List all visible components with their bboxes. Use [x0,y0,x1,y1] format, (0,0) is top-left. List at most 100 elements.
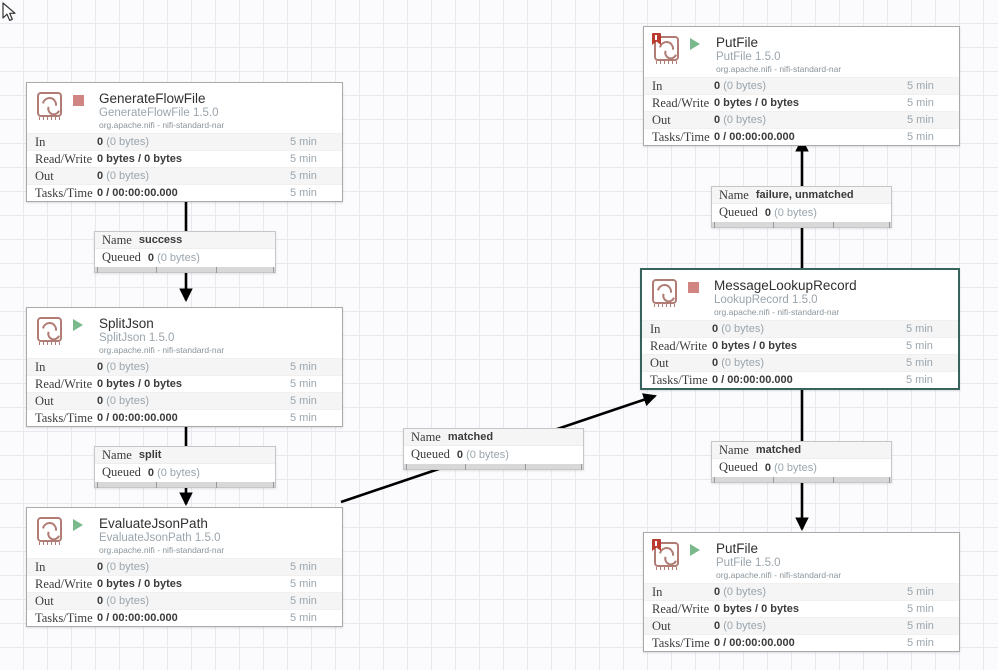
connection-queued-row: Queued 0 (0 bytes) [95,464,275,481]
processor-header: PutFile PutFile 1.5.0 org.apache.nifi - … [644,27,959,77]
stat-duration: 5 min [290,361,317,373]
processor-generateflowfile[interactable]: GenerateFlowFile GenerateFlowFile 1.5.0 … [26,82,343,202]
processor-putfile-top[interactable]: PutFile PutFile 1.5.0 org.apache.nifi - … [643,26,960,146]
processor-bundle: org.apache.nifi - nifi-standard-nar [716,64,842,74]
connection-name-label: Name [102,232,132,247]
connection-matched-right[interactable]: Name matched Queued 0 (0 bytes) [711,441,892,483]
stat-duration: 5 min [907,603,934,615]
processor-name: GenerateFlowFile [99,91,206,106]
stat-value-in: 0 (0 bytes) [714,586,766,598]
play-triangle-icon[interactable] [73,319,89,335]
processor-name: MessageLookupRecord [714,278,857,293]
stat-label-tasks-time: Tasks/Time [650,372,708,387]
stat-value-in: 0 (0 bytes) [97,561,149,573]
connection-queued-label: Queued [719,460,758,474]
stat-label-in: In [35,359,46,374]
stat-row-in: In 0 (0 bytes) 5 min [644,77,959,94]
connection-name-label: Name [719,442,749,457]
connection-queued-row: Queued 0 (0 bytes) [712,459,891,476]
play-triangle-icon[interactable] [690,38,706,54]
stat-label-in: In [650,321,661,336]
processor-header: EvaluateJsonPath EvaluateJsonPath 1.5.0 … [27,508,342,558]
processor-type: PutFile 1.5.0 [716,557,781,569]
stat-duration: 5 min [906,357,933,369]
connection-success[interactable]: Name success Queued 0 (0 bytes) [94,231,276,273]
connection-queued-label: Queued [719,205,758,219]
processor-splitjson[interactable]: SplitJson SplitJson 1.5.0 org.apache.nif… [26,307,343,427]
connection-failure-unmatched[interactable]: Name failure, unmatched Queued 0 (0 byte… [711,186,892,228]
play-triangle-icon[interactable] [73,519,89,535]
stat-value-in: 0 (0 bytes) [712,323,764,335]
connection-queued-value: 0 (0 bytes) [764,206,817,219]
stat-duration: 5 min [290,561,317,573]
stat-row-tasks-time: Tasks/Time 0 / 00:00:00.000 5 min [642,371,958,388]
stat-row-read-write: Read/Write 0 bytes / 0 bytes 5 min [27,375,342,392]
stat-row-tasks-time: Tasks/Time 0 / 00:00:00.000 5 min [27,409,342,426]
stat-value-tasks-time: 0 / 00:00:00.000 [97,412,178,424]
stat-label-tasks-time: Tasks/Time [652,635,710,650]
stat-row-tasks-time: Tasks/Time 0 / 00:00:00.000 5 min [27,609,342,626]
connection-queued-row: Queued 0 (0 bytes) [712,204,891,221]
processor-icon [652,539,681,570]
backpressure-bar [712,221,891,228]
stat-row-in: In 0 (0 bytes) 5 min [642,320,958,337]
stop-square-icon[interactable] [73,94,89,110]
processor-putfile-bottom[interactable]: PutFile PutFile 1.5.0 org.apache.nifi - … [643,532,960,652]
processor-name: SplitJson [99,316,154,331]
stat-row-out: Out 0 (0 bytes) 5 min [644,617,959,634]
processor-icon [36,517,64,545]
stat-label-read-write: Read/Write [35,151,93,166]
connection-name-row: Name failure, unmatched [712,187,891,204]
connection-queued-value: 0 (0 bytes) [147,251,200,264]
processor-evaluatejsonpath[interactable]: EvaluateJsonPath EvaluateJsonPath 1.5.0 … [26,507,343,627]
stat-value-read-write: 0 bytes / 0 bytes [97,578,182,590]
stat-value-in: 0 (0 bytes) [97,136,149,148]
connection-name-row: Name split [95,447,275,464]
connection-matched-left[interactable]: Name matched Queued 0 (0 bytes) [403,428,584,470]
bulletin-warning-icon[interactable] [652,33,661,45]
processor-icon [36,92,64,120]
stat-label-in: In [35,559,46,574]
stat-duration: 5 min [290,612,317,624]
stat-duration: 5 min [290,153,317,165]
stat-duration: 5 min [290,395,317,407]
processor-bundle: org.apache.nifi - nifi-standard-nar [99,345,225,355]
stat-duration: 5 min [907,80,934,92]
connection-relationship: split [138,449,162,461]
processor-icon [651,279,679,307]
stat-row-read-write: Read/Write 0 bytes / 0 bytes 5 min [642,337,958,354]
stat-row-tasks-time: Tasks/Time 0 / 00:00:00.000 5 min [27,184,342,201]
connection-relationship: success [138,234,183,246]
stop-square-icon[interactable] [688,281,704,297]
stat-duration: 5 min [907,637,934,649]
processor-name: PutFile [716,35,759,50]
stat-value-in: 0 (0 bytes) [714,80,766,92]
stat-value-in: 0 (0 bytes) [97,361,149,373]
stat-value-out: 0 (0 bytes) [97,395,149,407]
processor-messagelookuprecord[interactable]: MessageLookupRecord LookupRecord 1.5.0 o… [640,268,960,390]
backpressure-bar [95,266,275,273]
stat-row-in: In 0 (0 bytes) 5 min [27,133,342,150]
stat-label-read-write: Read/Write [35,576,93,591]
processor-type: EvaluateJsonPath 1.5.0 [99,532,221,544]
processor-header: PutFile PutFile 1.5.0 org.apache.nifi - … [644,533,959,583]
processor-name: EvaluateJsonPath [99,516,208,531]
connection-queued-row: Queued 0 (0 bytes) [404,446,583,463]
connection-queued-label: Queued [411,447,450,461]
stat-value-read-write: 0 bytes / 0 bytes [712,340,797,352]
stat-row-read-write: Read/Write 0 bytes / 0 bytes 5 min [644,600,959,617]
bulletin-warning-icon[interactable] [652,539,661,551]
stat-value-read-write: 0 bytes / 0 bytes [97,153,182,165]
stat-value-tasks-time: 0 / 00:00:00.000 [714,131,795,143]
connection-split[interactable]: Name split Queued 0 (0 bytes) [94,446,276,488]
connection-queued-row: Queued 0 (0 bytes) [95,249,275,266]
play-triangle-icon[interactable] [690,544,706,560]
stat-row-out: Out 0 (0 bytes) 5 min [644,111,959,128]
stat-label-out: Out [35,593,54,608]
stat-row-read-write: Read/Write 0 bytes / 0 bytes 5 min [644,94,959,111]
stat-label-tasks-time: Tasks/Time [652,129,710,144]
stat-label-out: Out [652,618,671,633]
stat-row-in: In 0 (0 bytes) 5 min [27,558,342,575]
processor-bundle: org.apache.nifi - nifi-standard-nar [716,570,842,580]
